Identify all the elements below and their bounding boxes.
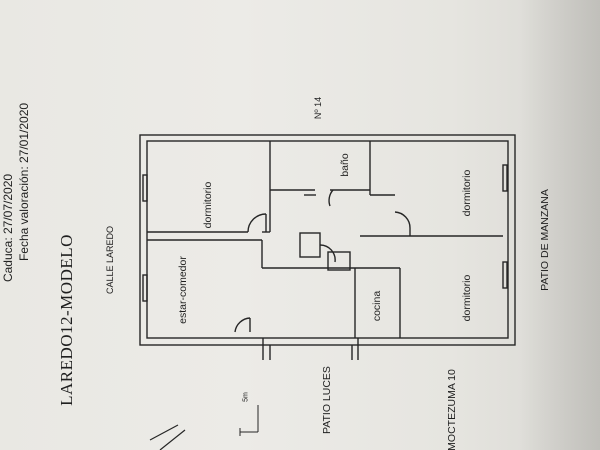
street-side-label: MOCTEZUMA 10 (446, 369, 458, 450)
room-cocina: cocina (371, 290, 383, 322)
room-dormitorio-3: dormitorio (461, 274, 473, 322)
north-arrow-icon (149, 424, 186, 450)
valuation-date: Fecha valoración: 27/01/2020 (17, 102, 31, 262)
room-dormitorio-1: dormitorio (202, 181, 214, 229)
patio-manzana-label: PATIO DE MANZANA (539, 189, 551, 291)
room-estar-comedor: estar-comedor (177, 256, 189, 324)
expiry-date: Caduca: 27/07/2020 (1, 173, 15, 283)
street-label: CALLE LAREDO (105, 225, 115, 295)
page-shadow (520, 0, 600, 450)
document-title: LAREDO12-MODELO (57, 234, 76, 406)
room-bano: baño (339, 153, 351, 177)
patio-luces-label: PATIO LUCES (321, 366, 333, 434)
room-dormitorio-2: dormitorio (461, 169, 473, 217)
plan-number: Nº 14 (313, 96, 323, 120)
scale-label: 5m (242, 392, 250, 402)
outer-wall-outer (139, 134, 516, 346)
scale-bar (239, 405, 259, 436)
